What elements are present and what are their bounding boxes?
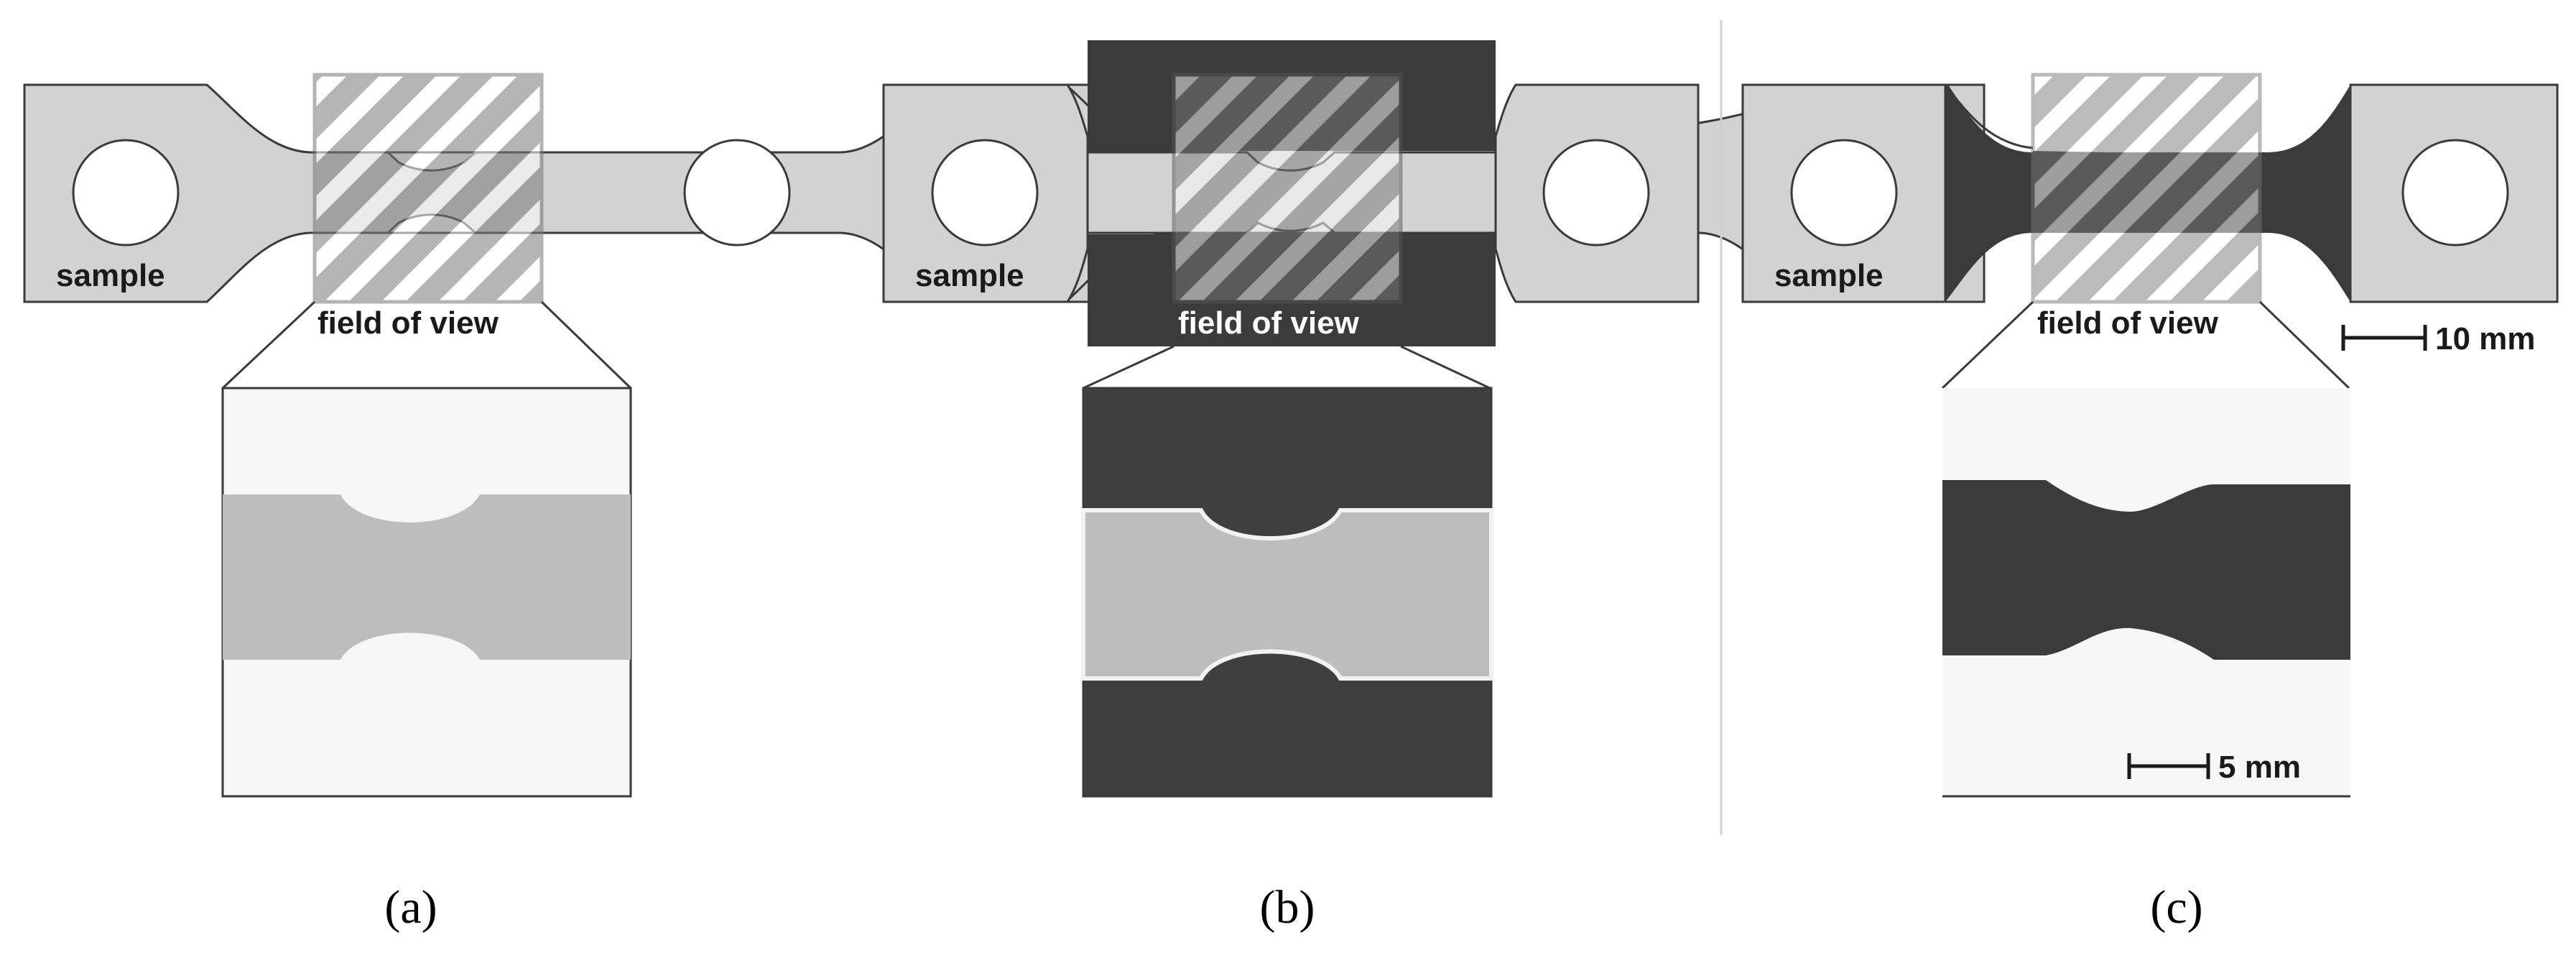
sample-label: sample — [915, 258, 1024, 293]
sample-hole-left — [72, 139, 180, 247]
field-of-view-label: field of view — [2037, 305, 2219, 341]
panel-c: sample field of view 10 mm 5 mm (c) — [1741, 73, 2559, 934]
field-of-view-hatch — [1172, 73, 1403, 304]
sample-hole-left — [1790, 139, 1898, 247]
sample-label: sample — [1774, 258, 1884, 293]
zoomed-image — [221, 387, 632, 798]
zoom-line-left — [1941, 300, 2034, 390]
zoom-line-right — [540, 300, 632, 390]
panel-caption: (a) — [384, 881, 437, 934]
sample-hole-right — [683, 139, 791, 247]
field-of-view-hatch — [2031, 73, 2262, 304]
zoomed-sample-band — [1942, 480, 2350, 660]
scale-bar-large: 10 mm — [2341, 321, 2535, 356]
sample-label: sample — [56, 258, 165, 293]
zoomed-image: 5 mm — [1942, 388, 2350, 798]
scale-bar-label: 10 mm — [2435, 321, 2535, 356]
zoom-line-right — [2258, 300, 2350, 390]
zoom-line-right — [1400, 345, 1491, 390]
field-of-view-label: field of view — [1178, 305, 1360, 341]
zoom-line-left — [1083, 345, 1175, 390]
sample-hole-right — [2401, 139, 2509, 247]
sample-hole-right — [1542, 139, 1650, 247]
zoomed-sample-band — [223, 494, 631, 660]
zoomed-sample-band — [1081, 508, 1493, 681]
zoomed-image — [1081, 387, 1493, 798]
scale-bar-label: 5 mm — [2218, 750, 2301, 785]
sample-hole-left — [931, 139, 1039, 247]
panel-caption: (b) — [1260, 881, 1315, 934]
panel-b: sample field of view (b) — [882, 40, 1986, 934]
zoom-line-left — [221, 300, 316, 390]
scale-bar-small: 5 mm — [2127, 750, 2301, 785]
panel-a: sample field of view (a) — [23, 73, 1126, 934]
field-of-view-label: field of view — [318, 305, 499, 341]
panel-caption: (c) — [2150, 881, 2202, 934]
field-of-view-hatch — [312, 73, 544, 304]
